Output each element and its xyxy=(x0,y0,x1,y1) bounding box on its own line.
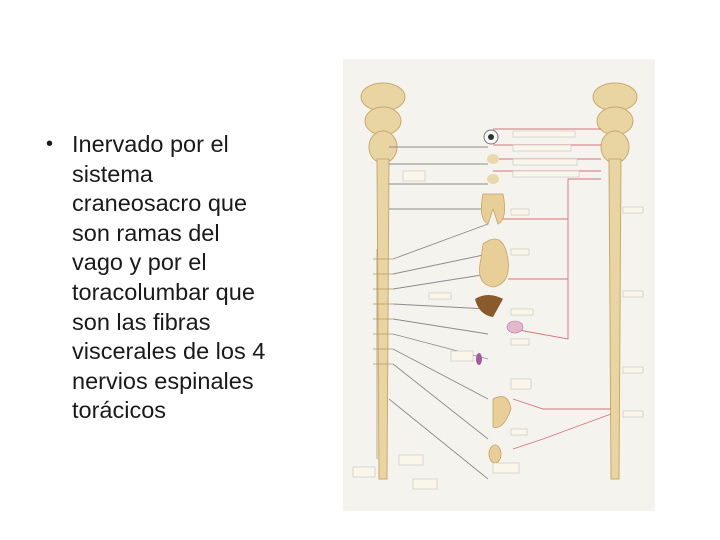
bullet-point: • xyxy=(46,133,54,155)
bullet-line: son las fibras xyxy=(72,308,211,335)
left-spinal-cord xyxy=(360,82,406,480)
sympathetic-chain xyxy=(373,249,393,459)
diagram-label-boxes xyxy=(352,130,644,490)
bullet-text-block: • Inervado por el sistema craneosacro qu… xyxy=(46,130,296,426)
bullet-line: vago y por el xyxy=(72,249,207,276)
bullet-line: sistema xyxy=(72,160,153,187)
bullet-line: viscerales de los 4 xyxy=(72,338,266,365)
organs xyxy=(475,129,524,464)
bullet-line: Inervado por el xyxy=(72,131,229,157)
autonomic-nervous-system-figure xyxy=(343,59,655,511)
bullet-line: son ramas del xyxy=(72,219,220,246)
bullet-text: Inervado por el sistema craneosacro que … xyxy=(72,130,296,426)
bullet-line: nervios espinales xyxy=(72,367,254,394)
bullet-line: craneosacro que xyxy=(72,190,248,217)
bullet-item: • Inervado por el sistema craneosacro qu… xyxy=(46,130,296,426)
nervous-system-illustration xyxy=(352,82,644,490)
bullet-line: toracolumbar que xyxy=(72,278,255,305)
right-spinal-cord xyxy=(592,82,638,480)
sympathetic-pathways xyxy=(388,146,489,480)
bullet-line: torácicos xyxy=(72,397,167,424)
